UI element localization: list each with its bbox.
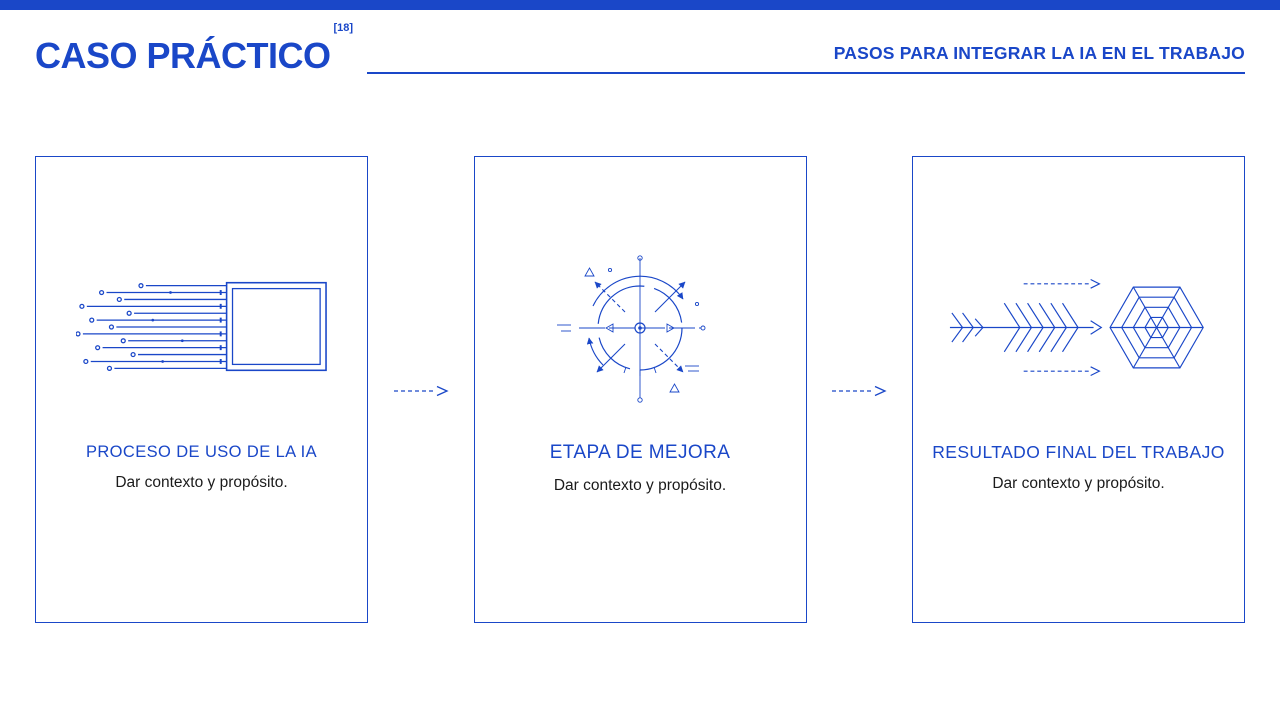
compass-geometry-icon [475,227,806,427]
speed-lines-screen-icon [36,227,367,427]
steps-row: PROCESO DE USO DE LA IA Dar contexto y p… [0,156,1280,623]
dashed-arrow-right-icon [368,384,474,398]
step-description: Dar contexto y propósito. [553,476,727,494]
step-card-resultado: RESULTADO FINAL DEL TRABAJO Dar contexto… [912,156,1245,623]
top-accent-bar [0,0,1280,10]
step-title: PROCESO DE USO DE LA IA [85,443,318,461]
page-title-superscript: [18] [333,22,354,34]
header-rule: PASOS PARA INTEGRAR LA IA EN EL TRABAJO [367,43,1245,74]
step-card-proceso: PROCESO DE USO DE LA IA Dar contexto y p… [35,156,368,623]
step-card-etapa: ETAPA DE MEJORA Dar contexto y propósito… [473,156,807,623]
header: CASO PRÁCTICO[18] PASOS PARA INTEGRAR LA… [0,22,1280,76]
step-title: RESULTADO FINAL DEL TRABAJO [932,442,1225,462]
header-subtitle: PASOS PARA INTEGRAR LA IA EN EL TRABAJO [833,43,1245,63]
step-description: Dar contexto y propósito. [992,475,1165,493]
fishbone-hexweb-icon [913,227,1244,427]
page-title-text: CASO PRÁCTICO [35,35,331,76]
step-description: Dar contexto y propósito. [115,474,288,492]
dashed-arrow-right-icon [807,384,913,398]
page-title: CASO PRÁCTICO[18] [35,22,353,76]
step-title: ETAPA DE MEJORA [549,442,731,463]
